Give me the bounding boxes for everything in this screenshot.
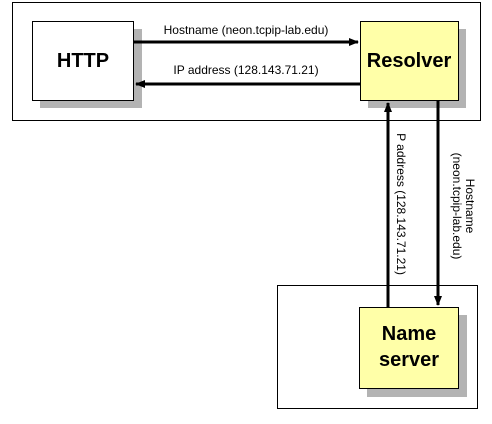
resolver-to-http-label: IP address (128.143.71.21) [173,63,318,77]
http-node-label: HTTP [57,50,109,72]
resolver-to-nameserver-label-line1: Hostname [463,179,477,234]
name-server-node-label-line2: server [379,349,439,371]
client-host-frame [12,2,481,121]
resolver-node-box [360,21,459,101]
http-node: HTTP [32,21,142,108]
resolver-node: Resolver [360,21,466,108]
resolver-to-nameserver-label-line2: (neon.tcpip-lab.edu) [450,153,464,260]
http-to-resolver-label: Hostname (neon.tcpip-lab.edu) [164,23,329,37]
resolver-node-label: Resolver [367,50,452,72]
server-host-frame [277,285,478,409]
name-server-node-box [359,307,459,389]
nameserver-to-resolver-label: P address (128.143.71.21) [394,133,408,275]
http-node-box [32,21,134,101]
name-server-node-label-line1: Name [382,323,436,345]
name-server-node: Name server [359,307,467,397]
